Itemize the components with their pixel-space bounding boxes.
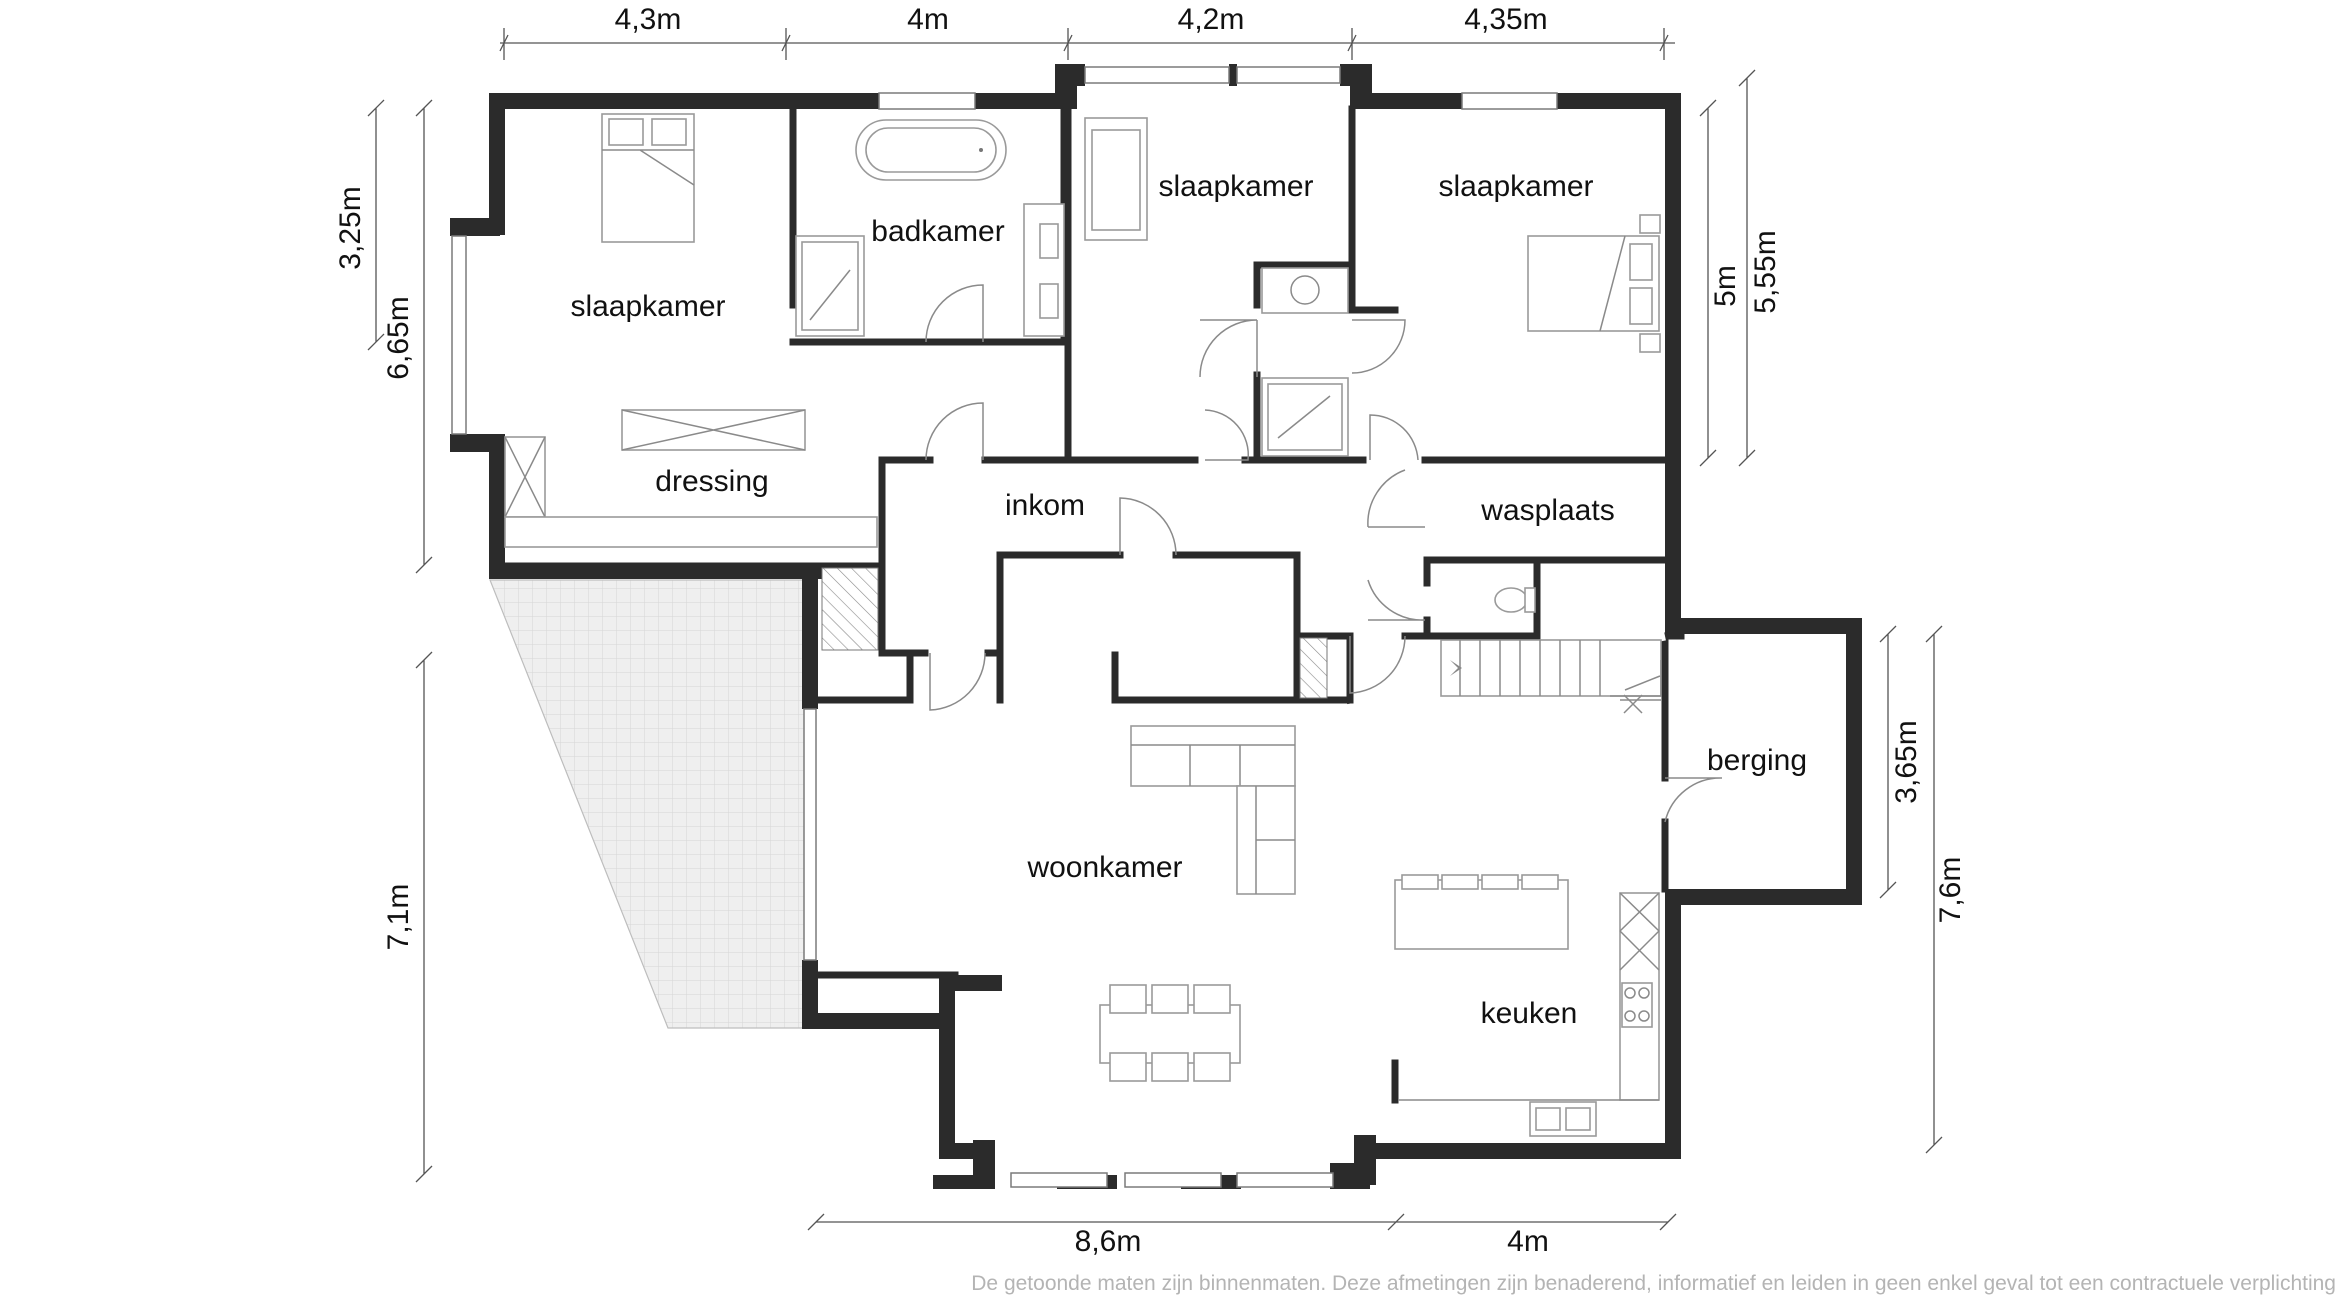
dim-right-365: 3,65m	[1890, 720, 1923, 803]
label-berging: berging	[1707, 744, 1807, 777]
label-woonkamer: woonkamer	[1026, 851, 1182, 884]
dim-top-1: 4,3m	[615, 3, 682, 36]
terrace	[489, 579, 816, 1029]
label-slaapkamer-2: slaapkamer	[1158, 170, 1313, 203]
disclaimer: De getoonde maten zijn binnenmaten. Deze…	[971, 1272, 2336, 1295]
dim-left-325: 3,25m	[334, 186, 367, 269]
stairs	[1440, 639, 1662, 714]
dim-bottom-1: 8,6m	[1075, 1225, 1142, 1258]
furniture	[504, 113, 1662, 1137]
interior-walls	[501, 105, 1685, 1104]
dim-top-2: 4m	[907, 3, 949, 36]
dimension-labels: 4,3m 4m 4,2m 4,35m 3,25m 6,65m 7,1m 5m 5…	[334, 3, 1967, 1258]
dim-top-3: 4,2m	[1178, 3, 1245, 36]
label-dressing: dressing	[655, 465, 768, 498]
dim-top-4: 4,35m	[1464, 3, 1547, 36]
doors	[925, 284, 1723, 823]
room-labels: slaapkamer badkamer slaapkamer slaapkame…	[570, 170, 1807, 1030]
label-badkamer: badkamer	[871, 215, 1004, 248]
label-keuken: keuken	[1481, 997, 1578, 1030]
windows	[451, 66, 1558, 1188]
dim-left-665: 6,65m	[382, 296, 415, 379]
label-inkom: inkom	[1005, 489, 1085, 522]
dim-right-5: 5m	[1709, 265, 1742, 307]
label-slaapkamer-3: slaapkamer	[1438, 170, 1593, 203]
dim-right-555: 5,55m	[1749, 230, 1782, 313]
label-slaapkamer-1: slaapkamer	[570, 290, 725, 323]
label-wasplaats: wasplaats	[1480, 494, 1614, 527]
dim-left-71: 7,1m	[382, 884, 415, 951]
shaft-hatch	[1299, 637, 1328, 699]
shaft-hatch	[821, 567, 879, 651]
dim-right-76: 7,6m	[1934, 857, 1967, 924]
dimension-lines	[367, 28, 1943, 1231]
dim-bottom-2: 4m	[1507, 1225, 1549, 1258]
